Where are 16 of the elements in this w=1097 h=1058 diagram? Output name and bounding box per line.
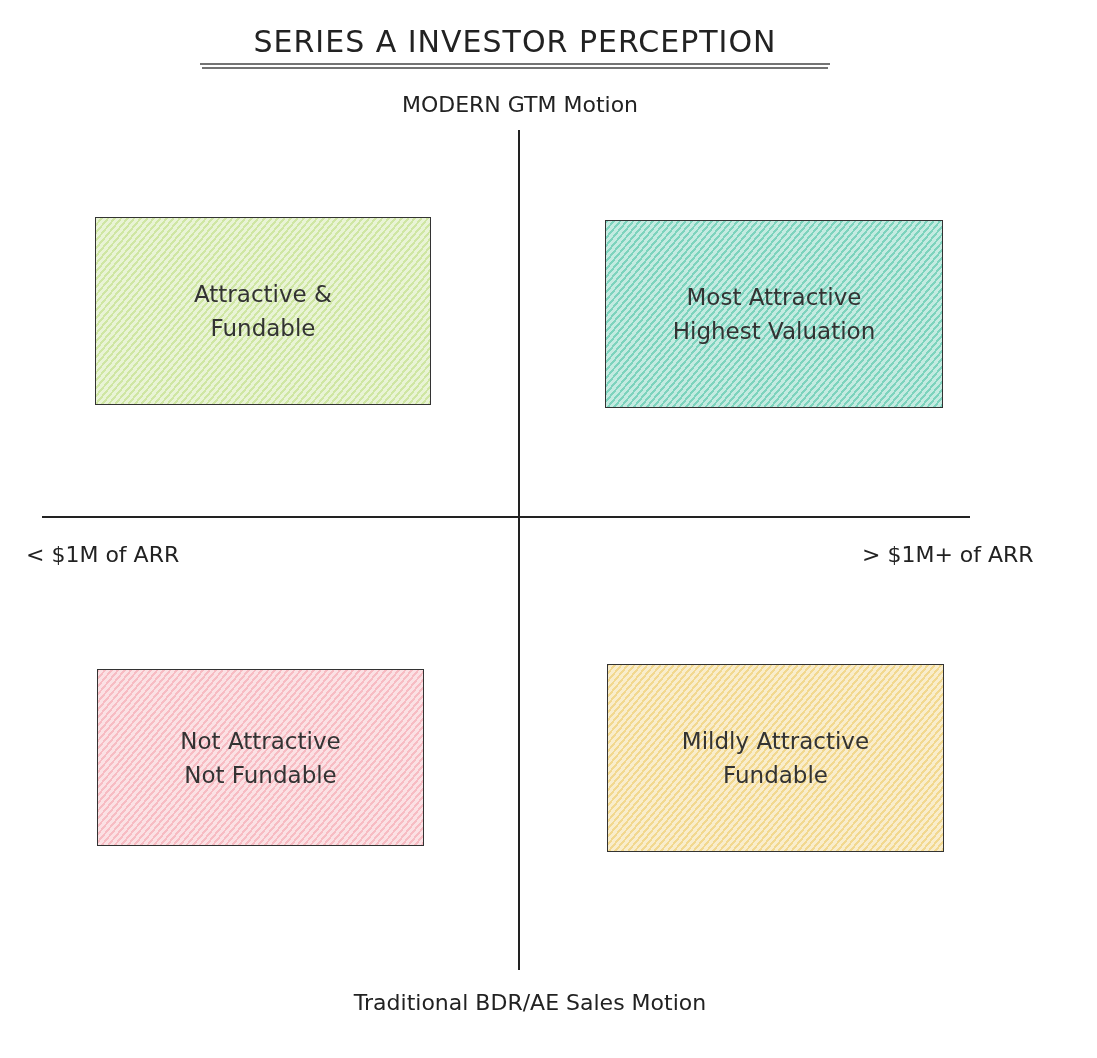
quadrant-label: Not Attractive xyxy=(180,726,341,756)
title: SERIES A INVESTOR PERCEPTION xyxy=(252,24,778,59)
quadrant-box xyxy=(607,664,944,852)
axis-label: Traditional BDR/AE Sales Motion xyxy=(352,990,708,1015)
quadrant-box xyxy=(95,217,431,405)
quadrant-label: Most Attractive xyxy=(686,283,862,312)
quadrant-label: Attractive & Fundable xyxy=(193,280,333,343)
quadrant-label: Mildly Attractive xyxy=(681,727,870,756)
quadrant-box xyxy=(605,220,943,408)
axis-label: > $1M+ of ARR xyxy=(862,542,1034,567)
quadrant-label: Fundable xyxy=(723,761,828,790)
axis-label: MODERN GTM Motion xyxy=(400,92,640,117)
quadrant-label: Highest Valuation xyxy=(672,317,876,346)
axis-label: < $1M of ARR xyxy=(26,542,180,567)
quadrant-box xyxy=(97,669,424,846)
quadrant-label: Not Fundable xyxy=(184,760,337,790)
